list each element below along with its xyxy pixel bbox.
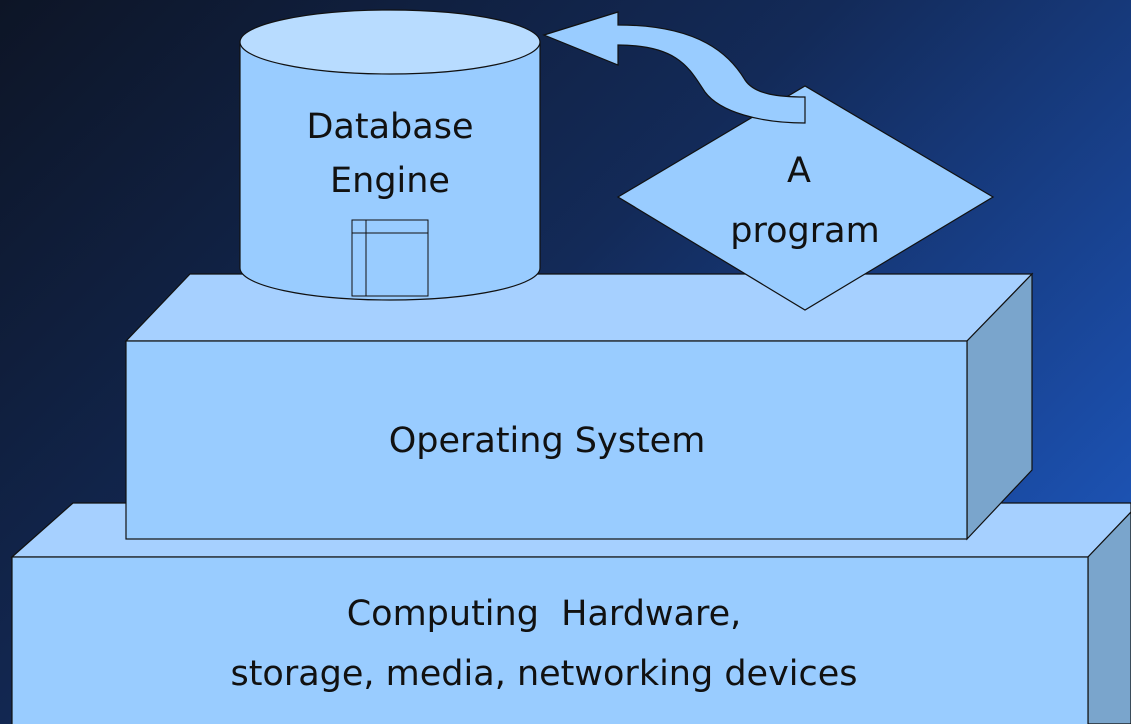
database-engine-cylinder: Database Engine <box>239 9 541 301</box>
os-label: Operating System <box>389 421 706 461</box>
program-diamond-shape <box>616 85 995 311</box>
program-label-line2: program <box>730 211 879 251</box>
hardware-label-line1: Computing Hardware, <box>347 594 742 634</box>
os-block-front-face <box>125 340 968 540</box>
hardware-label-line2: storage, media, networking devices <box>230 654 857 694</box>
table-icon <box>351 219 429 297</box>
cylinder-body <box>239 41 541 301</box>
program-diamond: A program <box>616 85 995 311</box>
operating-system-block: Operating System <box>124 272 1034 541</box>
hardware-block: Computing Hardware, storage, media, netw… <box>10 502 1131 724</box>
program-label-line1: A <box>787 151 811 191</box>
db-engine-label-line2: Engine <box>330 161 450 201</box>
cylinder-top <box>239 9 541 75</box>
db-engine-label-line1: Database <box>306 107 473 147</box>
curved-arrow <box>542 11 806 124</box>
hardware-block-front-face <box>11 556 1089 724</box>
